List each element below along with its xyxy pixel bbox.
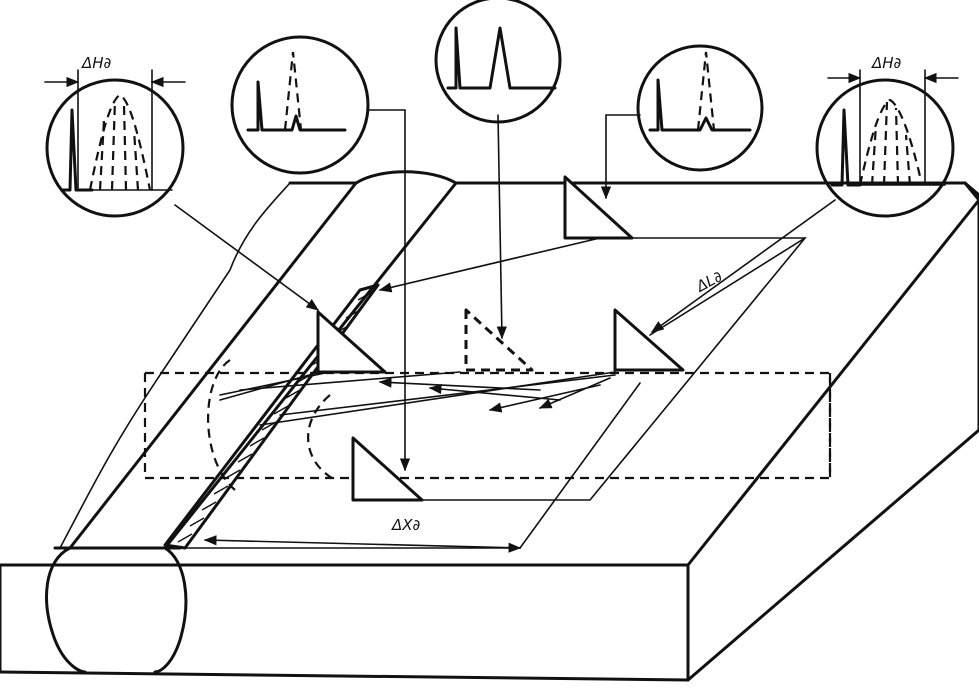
probe-left-top	[316, 310, 387, 374]
probe-center-dashed	[464, 308, 534, 372]
probe-far	[563, 175, 634, 240]
scope-circle-3	[434, 0, 562, 124]
probe-near	[351, 436, 424, 502]
width-label: ΔX∂	[391, 516, 421, 534]
scope-circle-1	[44, 69, 186, 218]
dimension-length	[649, 237, 806, 336]
scope-circle-4	[636, 44, 764, 172]
amplitude-right-label: ΔH∂	[871, 54, 902, 72]
amplitude-left-label: ΔH∂	[81, 54, 112, 72]
probe-right	[613, 308, 685, 372]
scope-circle-2	[230, 35, 370, 175]
steel-plate	[0, 170, 979, 682]
dimension-width	[203, 535, 522, 553]
leader-lines	[174, 109, 836, 472]
beam-rays	[219, 371, 616, 426]
scope-circle-5	[815, 69, 959, 218]
